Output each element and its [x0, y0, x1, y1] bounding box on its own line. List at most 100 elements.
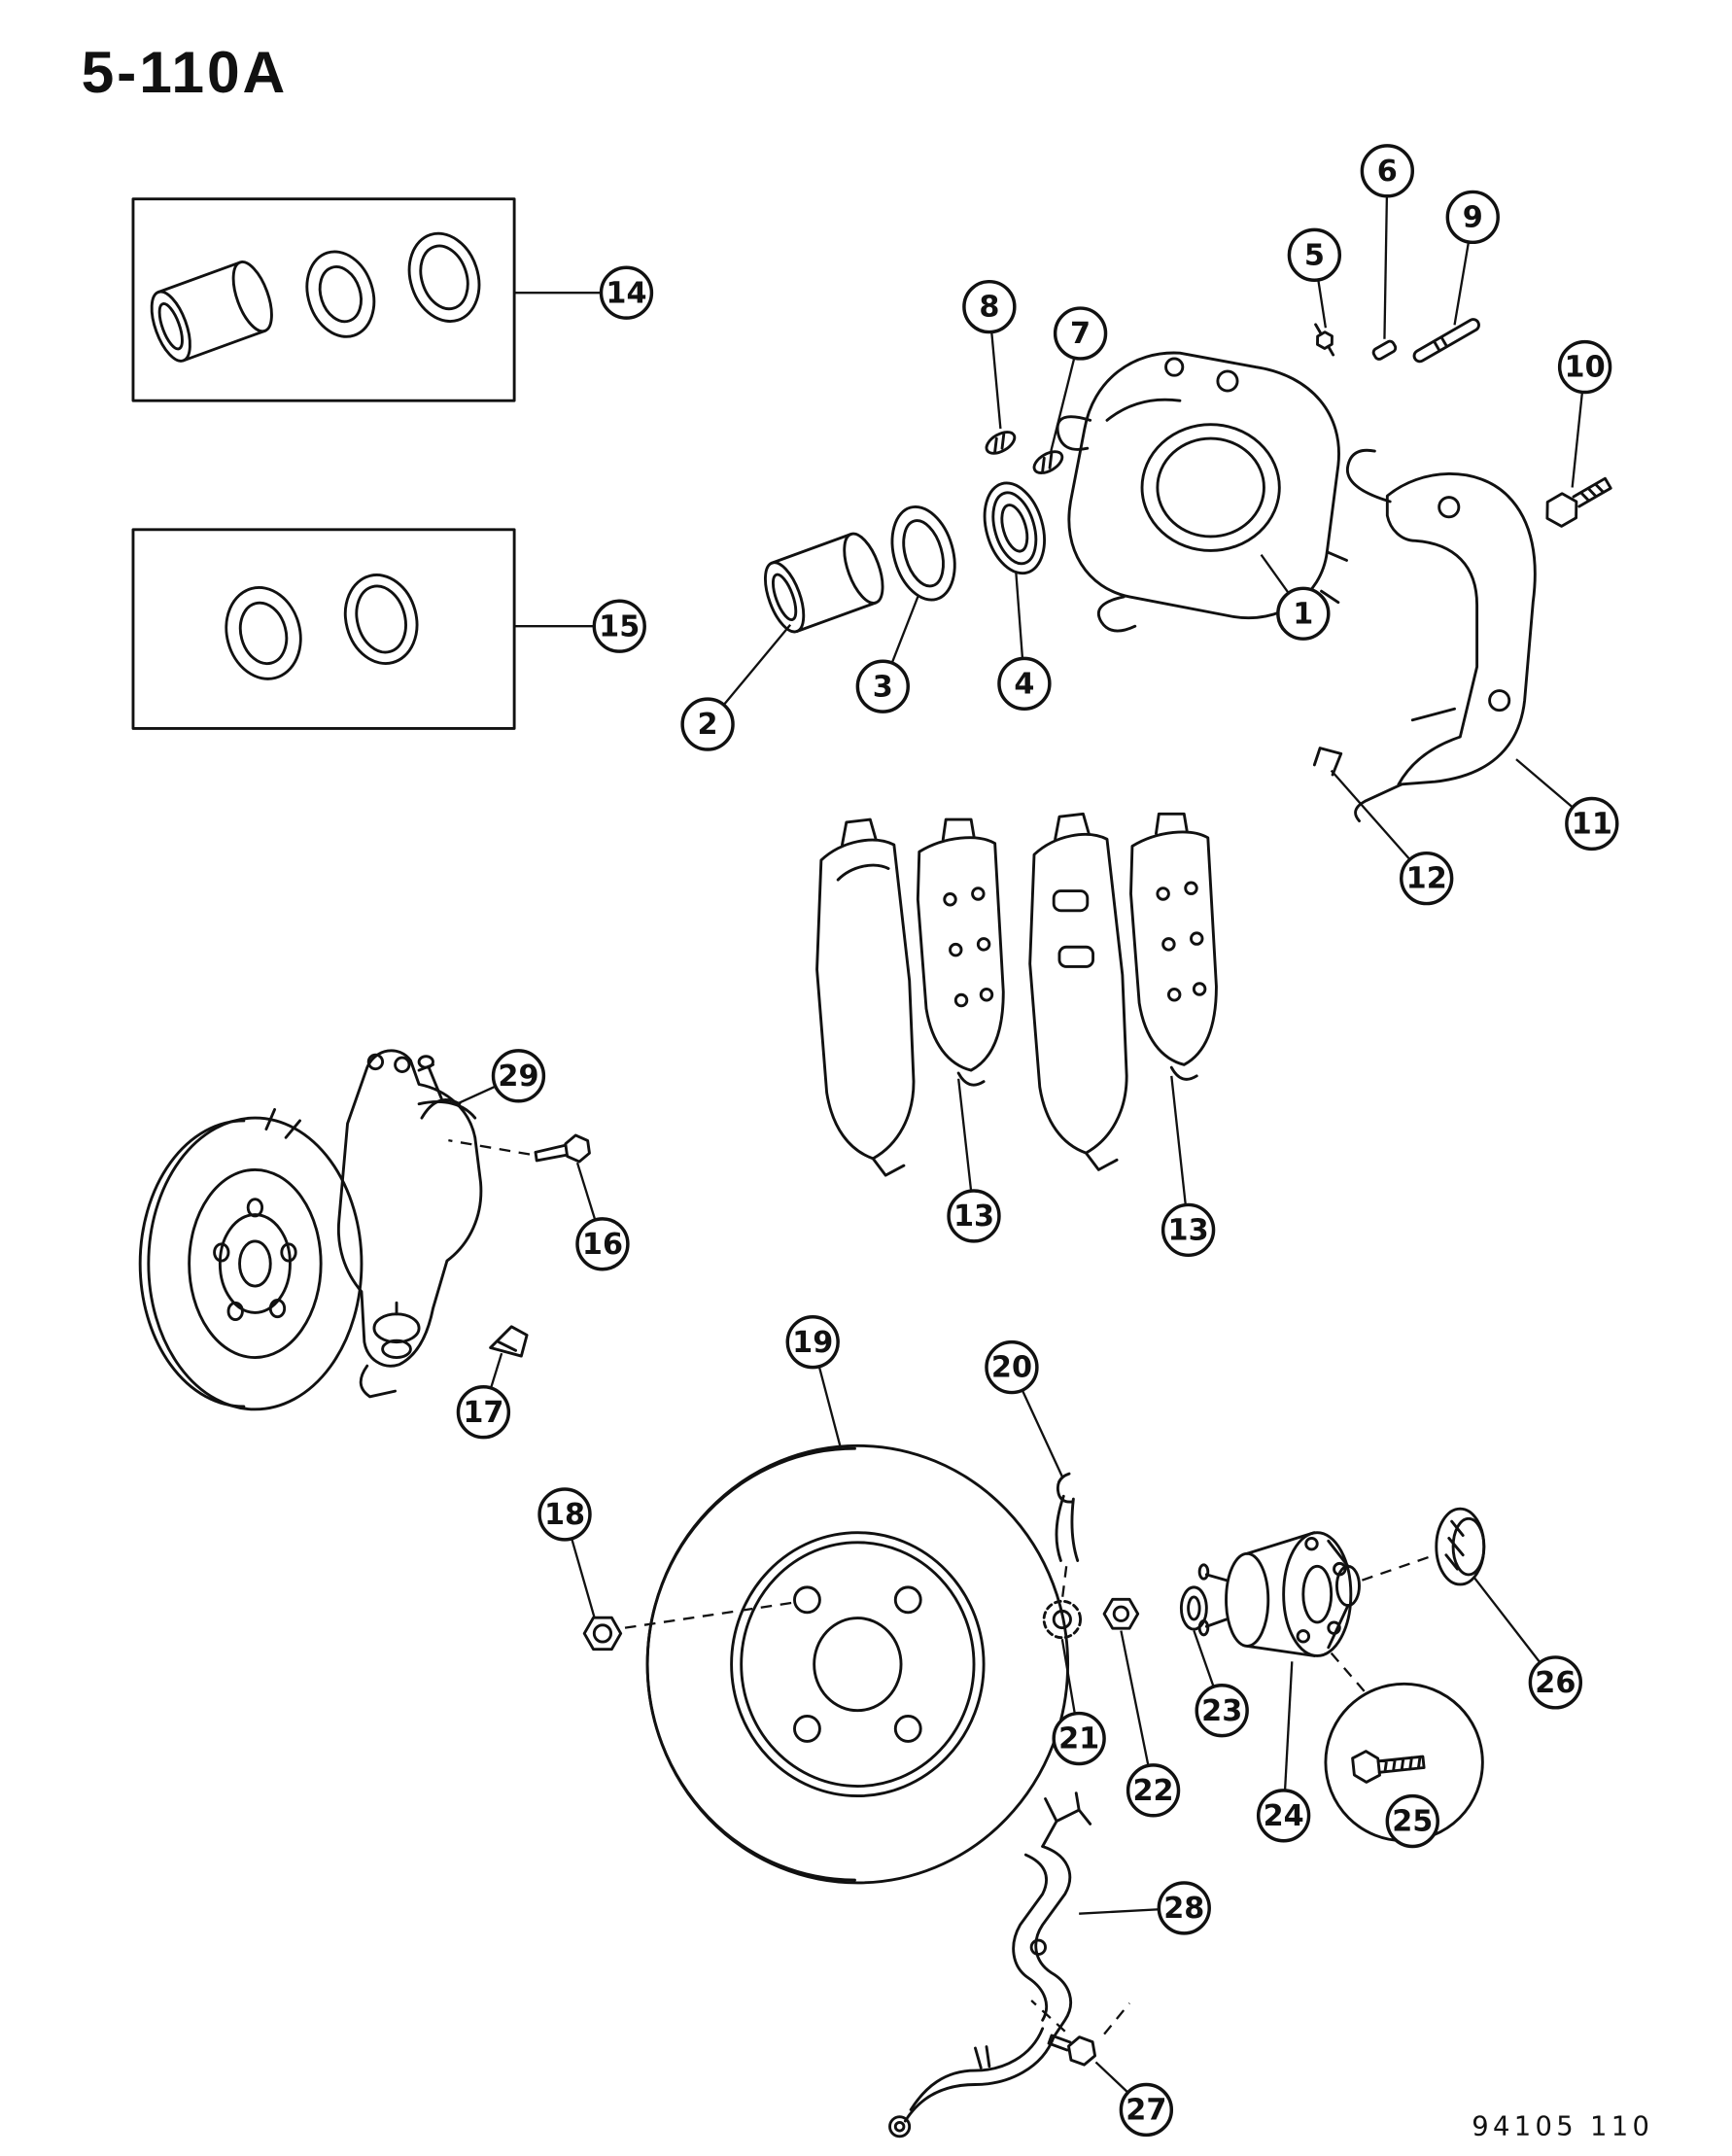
caliper: [1056, 351, 1348, 633]
brake-rotor: [645, 1443, 1070, 1885]
guide-pin: [1412, 318, 1480, 364]
svg-text:5: 5: [1304, 238, 1325, 272]
caliper-seal-kit-box: [131, 528, 516, 730]
wedge-clip: [489, 1325, 529, 1358]
callout-7: 7: [1053, 306, 1108, 361]
bleeder-cap: [1371, 339, 1398, 361]
svg-text:11: 11: [1572, 808, 1612, 842]
svg-text:3: 3: [873, 670, 893, 704]
kit-seal-a: [225, 586, 302, 680]
callout-14: 14: [599, 265, 654, 320]
kit-piston: [150, 261, 273, 363]
svg-text:17: 17: [463, 1396, 503, 1430]
guide-pin-bolt: [1545, 476, 1612, 528]
callout-9: 9: [1445, 190, 1500, 245]
callout-2: 2: [680, 697, 735, 751]
svg-text:1: 1: [1293, 597, 1313, 631]
antirattle-spring-b: [1032, 450, 1064, 474]
callout-19: 19: [785, 1314, 840, 1370]
svg-text:13: 13: [1168, 1213, 1209, 1247]
callout-27: 27: [1119, 2082, 1174, 2138]
svg-text:4: 4: [1014, 667, 1034, 701]
callout-26: 26: [1528, 1655, 1583, 1710]
svg-text:28: 28: [1163, 1892, 1204, 1926]
svg-text:20: 20: [991, 1351, 1032, 1385]
svg-text:6: 6: [1377, 155, 1398, 189]
piston-boot: [983, 481, 1046, 575]
callout-10: 10: [1557, 339, 1612, 395]
callout-4: 4: [997, 656, 1052, 711]
brake-pads-right: [1028, 812, 1218, 1171]
spindle-nut: [1102, 1597, 1140, 1630]
callout-1: 1: [1276, 586, 1331, 641]
svg-text:15: 15: [599, 609, 640, 643]
svg-text:29: 29: [498, 1060, 538, 1094]
callout-22: 22: [1126, 1763, 1181, 1818]
figure-code: 94105 110: [1472, 2111, 1653, 2141]
bracket-bolt: [1030, 2000, 1130, 2067]
svg-text:12: 12: [1406, 862, 1447, 896]
callout-23: 23: [1195, 1684, 1249, 1738]
brake-pads-left: [815, 817, 1005, 1177]
callout-18: 18: [537, 1487, 592, 1542]
kit-seal-ring: [305, 250, 376, 338]
page-title: 5-110A: [82, 39, 289, 105]
nut-lock: [1042, 1599, 1083, 1640]
svg-text:19: 19: [792, 1326, 833, 1360]
svg-text:24: 24: [1264, 1799, 1304, 1833]
callout-20: 20: [985, 1339, 1039, 1395]
callouts: 14 15 8 7 5 6 9 10 1 2 3 4 11 12 13 13 2…: [456, 144, 1619, 2138]
svg-text:25: 25: [1392, 1805, 1433, 1839]
callout-11: 11: [1565, 796, 1619, 852]
knuckle-bolt: [448, 1133, 591, 1164]
svg-text:9: 9: [1463, 200, 1483, 234]
svg-text:13: 13: [953, 1200, 994, 1234]
svg-text:8: 8: [979, 291, 999, 325]
cotter-pin: [1055, 1472, 1080, 1600]
caliper-piston-kit-box: [131, 197, 516, 402]
piston-seal: [890, 504, 956, 602]
svg-text:22: 22: [1132, 1774, 1173, 1808]
hose-bracket: [1012, 1791, 1092, 2038]
hub-bearing: [1197, 1531, 1361, 1657]
knuckle-rotor-assembly: [138, 1049, 483, 1411]
callout-29: 29: [491, 1049, 546, 1103]
svg-text:14: 14: [606, 276, 646, 310]
svg-text:27: 27: [1126, 2094, 1166, 2128]
pad-clip: [1312, 747, 1343, 777]
thrust-washer: [1179, 1585, 1208, 1631]
callout-24: 24: [1256, 1789, 1311, 1843]
svg-text:23: 23: [1201, 1694, 1242, 1728]
callout-15: 15: [592, 599, 646, 653]
callout-8: 8: [962, 279, 1017, 334]
svg-text:2: 2: [698, 708, 718, 742]
antirattle-spring-a: [985, 431, 1017, 455]
callout-28: 28: [1157, 1881, 1211, 1935]
callout-21: 21: [1052, 1711, 1106, 1766]
svg-text:10: 10: [1565, 351, 1606, 385]
callout-16: 16: [575, 1217, 630, 1271]
callout-5: 5: [1287, 227, 1342, 282]
svg-text:18: 18: [544, 1498, 585, 1532]
kit-boot-ring: [407, 231, 481, 323]
caliper-adapter: [1345, 448, 1537, 822]
bleeder-screw: [1314, 323, 1335, 357]
svg-text:21: 21: [1058, 1722, 1099, 1756]
callout-25: 25: [1385, 1793, 1439, 1849]
callout-17: 17: [456, 1385, 511, 1440]
leader-lines: [456, 170, 1593, 2111]
brake-hose: [888, 2027, 1056, 2139]
svg-text:7: 7: [1070, 317, 1091, 351]
callout-13b: 13: [1160, 1202, 1216, 1258]
piston: [764, 532, 884, 634]
svg-text:26: 26: [1535, 1666, 1576, 1700]
grease-cap: [1362, 1507, 1486, 1586]
callout-12: 12: [1400, 851, 1454, 906]
tie-rod-end: [417, 1055, 462, 1120]
callout-13a: 13: [947, 1189, 1001, 1243]
callout-6: 6: [1360, 144, 1415, 198]
svg-text:16: 16: [582, 1228, 623, 1262]
callout-3: 3: [855, 659, 910, 713]
lug-nut: [582, 1601, 794, 1652]
